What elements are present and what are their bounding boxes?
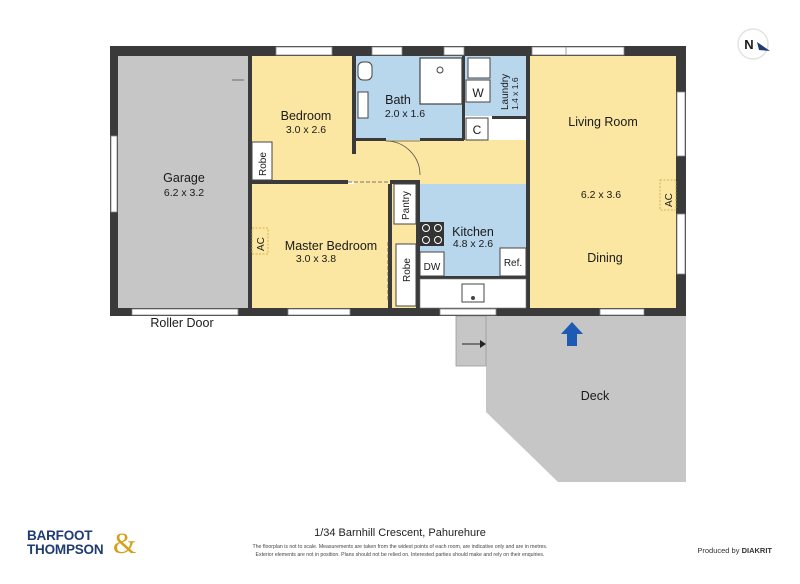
disclaimer-line-1: The floorplan is not to scale. Measureme… bbox=[252, 544, 548, 550]
kitchen-tap-icon bbox=[471, 296, 475, 300]
compass: N bbox=[737, 28, 770, 60]
dining-name: Dining bbox=[587, 251, 622, 265]
laundry-name: Laundry bbox=[500, 74, 511, 110]
master-bedroom-dims: 3.0 x 3.8 bbox=[296, 253, 336, 265]
master-bedroom-name: Master Bedroom bbox=[285, 239, 377, 253]
bedroom-dims: 3.0 x 2.6 bbox=[286, 124, 326, 136]
logo-text-top: BARFOOT bbox=[27, 528, 93, 543]
living-room-name: Living Room bbox=[568, 115, 637, 129]
brand-logo: BARFOOT THOMPSON & bbox=[27, 527, 147, 560]
logo-ampersand: & bbox=[113, 527, 137, 560]
kitchen-dims: 4.8 x 2.6 bbox=[453, 238, 493, 250]
washer-box bbox=[465, 79, 491, 103]
shower-drain-icon bbox=[436, 66, 444, 74]
bedroom-robe-box bbox=[251, 141, 273, 181]
entry-arrow-icon bbox=[561, 322, 583, 346]
laundry-dims: 1.4 x 1.6 bbox=[510, 77, 520, 110]
living-floor bbox=[530, 56, 676, 308]
interior-walls bbox=[248, 56, 530, 308]
compass-north-label: N bbox=[744, 37, 753, 52]
deck-step-arrowhead bbox=[480, 340, 486, 348]
deck-area bbox=[486, 316, 686, 482]
garage-dims: 6.2 x 3.2 bbox=[164, 187, 204, 199]
cooktop-burner bbox=[422, 224, 430, 232]
compass-circle bbox=[737, 28, 769, 60]
compass-arrow-icon bbox=[757, 42, 770, 51]
bedroom-name: Bedroom bbox=[281, 109, 332, 123]
kitchen-sink-icon bbox=[461, 283, 485, 303]
cooktop-icon bbox=[420, 222, 444, 246]
logo-text-bottom: THOMPSON bbox=[27, 542, 104, 557]
cupboard-box bbox=[465, 117, 489, 141]
master-robe-box bbox=[395, 243, 417, 307]
windows bbox=[110, 46, 686, 316]
master-ac-label: AC bbox=[256, 237, 267, 251]
cooktop-burner bbox=[434, 224, 442, 232]
roller-door-label: Roller Door bbox=[150, 316, 213, 330]
produced-by-text: Produced by bbox=[697, 546, 740, 555]
garage-floor bbox=[118, 56, 248, 308]
bath-name: Bath bbox=[385, 93, 411, 107]
bedroom-robe-label: Robe bbox=[258, 152, 269, 176]
pantry-label: Pantry bbox=[401, 191, 412, 220]
deck-name: Deck bbox=[581, 389, 610, 403]
master-robe-label: Robe bbox=[402, 258, 413, 282]
produced-by: Produced by DIAKRIT bbox=[697, 546, 772, 555]
producer-name: DIAKRIT bbox=[741, 546, 772, 555]
fridge-box bbox=[499, 247, 527, 277]
hallway-floor bbox=[354, 140, 526, 184]
laundry-tub-icon bbox=[467, 57, 491, 79]
living-room-dims: 6.2 x 3.6 bbox=[581, 189, 621, 201]
cooktop-burner bbox=[422, 236, 430, 244]
bath-dims: 2.0 x 1.6 bbox=[385, 108, 425, 120]
disclaimer-line-2: Exterior elements are not in position. P… bbox=[255, 552, 545, 558]
cupboard-label: C bbox=[473, 123, 482, 137]
dishwasher-label: DW bbox=[424, 262, 441, 273]
washer-label: W bbox=[472, 86, 484, 100]
master-ac-box bbox=[251, 227, 269, 255]
dishwasher-box bbox=[419, 251, 445, 277]
pantry-box bbox=[393, 183, 417, 225]
property-address: 1/34 Barnhill Crescent, Pahurehure bbox=[314, 527, 486, 539]
toilet-icon bbox=[357, 61, 373, 81]
disclaimer: The floorplan is not to scale. Measureme… bbox=[200, 543, 600, 559]
shower-icon bbox=[419, 57, 463, 105]
fridge-label: Ref. bbox=[504, 258, 522, 269]
garage-name: Garage bbox=[163, 171, 205, 185]
living-ac-box bbox=[659, 179, 677, 211]
bath-vanity-icon bbox=[357, 91, 369, 119]
kitchen-name: Kitchen bbox=[452, 225, 494, 239]
door-swings bbox=[232, 79, 421, 300]
living-ac-label: AC bbox=[664, 193, 675, 207]
cooktop-burner bbox=[434, 236, 442, 244]
